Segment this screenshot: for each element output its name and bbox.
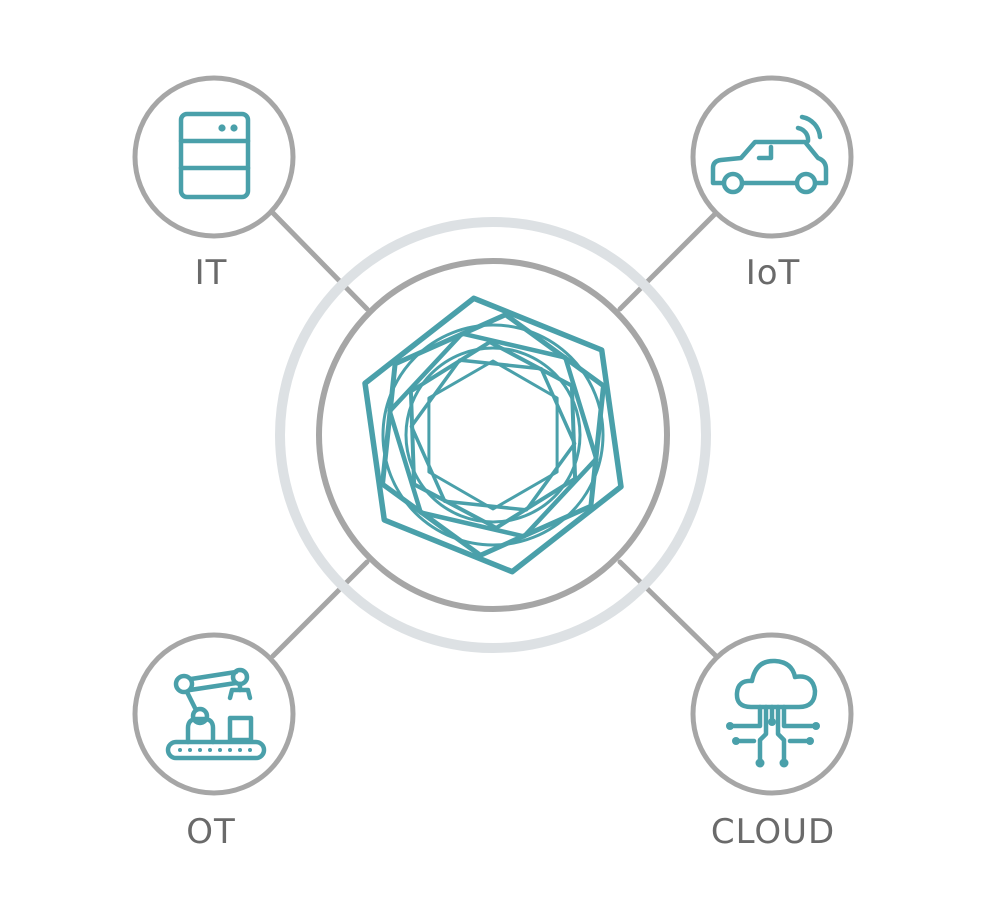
- logo-hexagon-3: [387, 331, 599, 539]
- logo-circle-2: [404, 346, 582, 524]
- connector-it: [270, 210, 370, 312]
- node-label-iot: IoT: [745, 253, 801, 293]
- industrial-robot-icon: [165, 667, 267, 761]
- center-halo-ring: [275, 217, 711, 653]
- connector-iot: [617, 210, 719, 312]
- logo-hexagon-4: [408, 340, 578, 530]
- connector-ot: [270, 559, 370, 659]
- connector-cloud: [617, 559, 719, 659]
- node-ot-ring: [132, 632, 296, 796]
- node-it-ring: [132, 75, 296, 239]
- rotating-hexagons-logo-icon: [362, 295, 624, 575]
- node-ot[interactable]: [132, 632, 296, 796]
- connectors: [270, 210, 719, 659]
- node-iot[interactable]: [690, 75, 854, 239]
- node-it[interactable]: [132, 75, 296, 239]
- logo-hexagon-6: [427, 359, 559, 511]
- connected-car-icon: [710, 114, 829, 195]
- logo-hexagon-2: [380, 312, 606, 558]
- center-hub: [275, 217, 711, 653]
- cloud-network-icon: [726, 658, 820, 768]
- node-cloud[interactable]: [690, 632, 854, 796]
- logo-hexagon-5: [409, 358, 577, 512]
- node-label-ot: OT: [186, 812, 236, 852]
- node-label-it: IT: [194, 253, 228, 293]
- node-label-cloud: CLOUD: [710, 812, 836, 852]
- logo-hexagon-1: [362, 295, 624, 575]
- server-icon: [178, 111, 251, 200]
- logo-circle-1: [381, 323, 605, 547]
